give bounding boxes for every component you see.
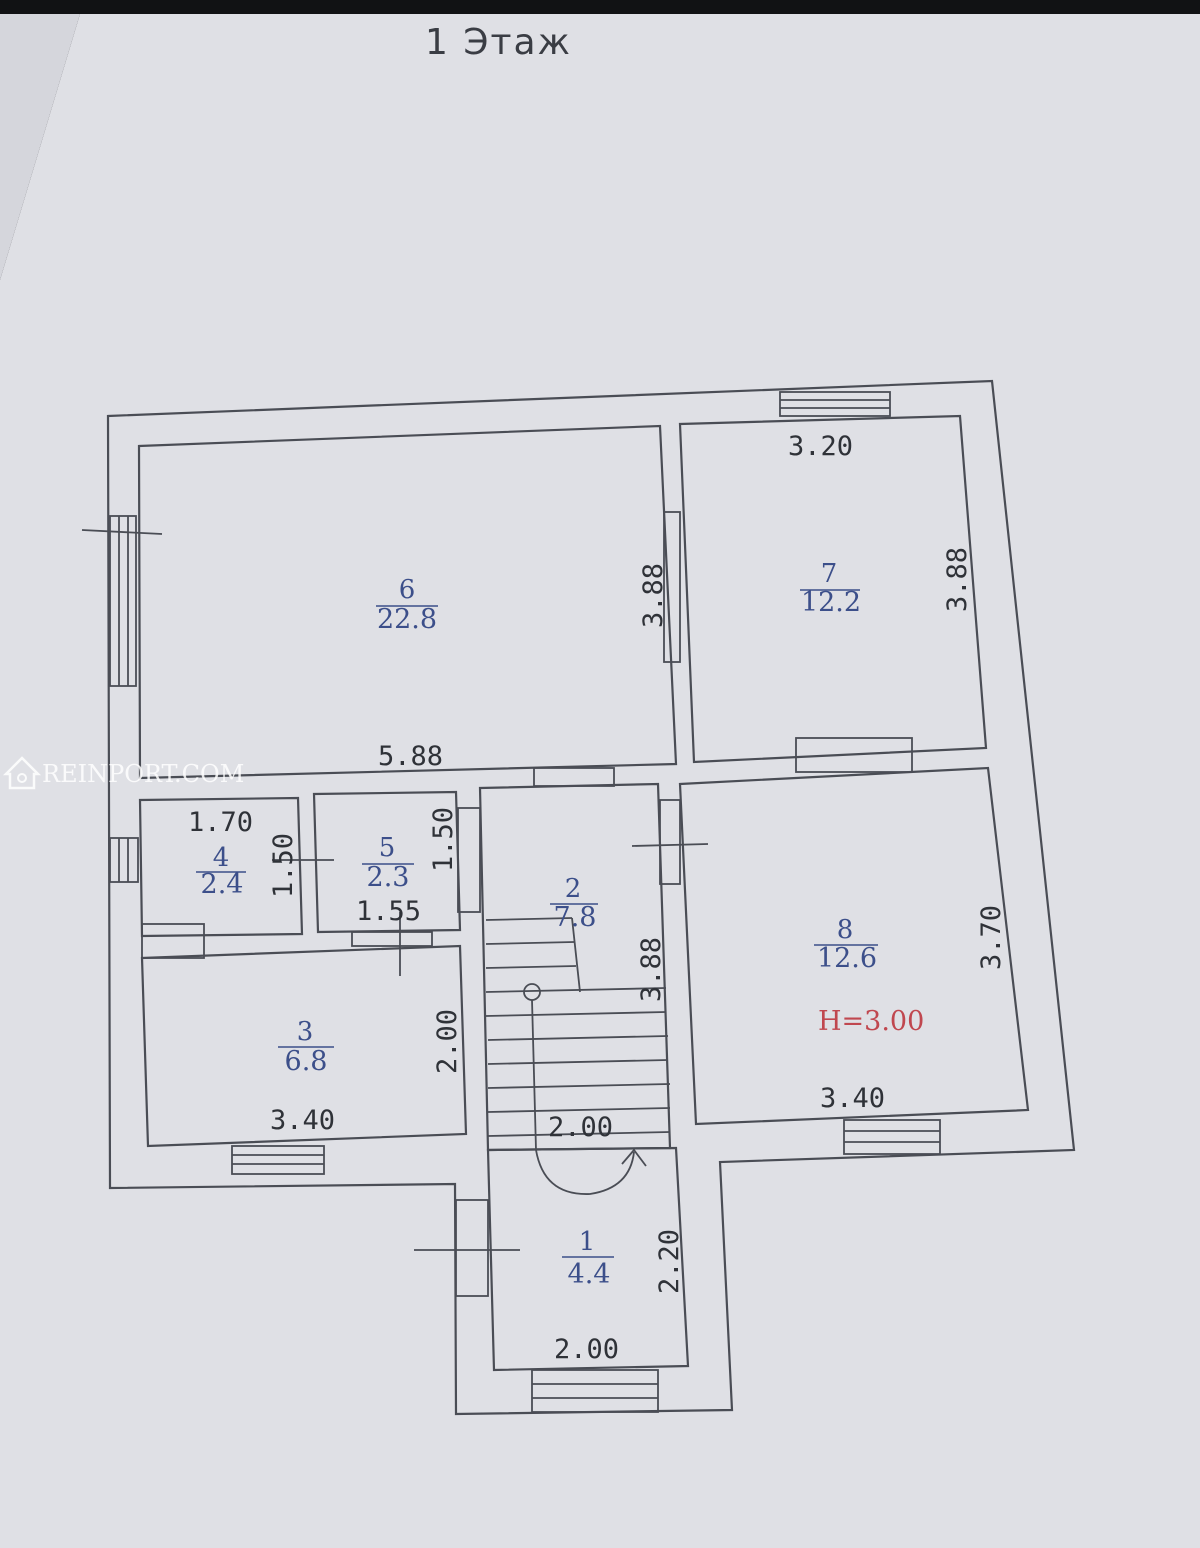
window-left-4 [109, 837, 139, 883]
door-6-2 [533, 767, 615, 787]
room-3-label: 3 6.8 [278, 1017, 334, 1077]
room-1-label: 1 4.4 [562, 1227, 614, 1290]
doors [141, 511, 913, 1297]
room-1-area: 4.4 [568, 1259, 611, 1290]
dim-r2-height: 3.88 [636, 937, 667, 1002]
dim-r5-width: 1.55 [356, 896, 421, 927]
room-3-area: 6.8 [285, 1046, 328, 1077]
top-border [0, 0, 1200, 14]
room-2-number: 2 [565, 874, 582, 904]
room-5-area: 2.3 [367, 862, 410, 893]
room-2-area: 7.8 [554, 902, 597, 933]
room-5-label: 5 2.3 [362, 833, 414, 893]
outer-wall [106, 379, 1076, 1416]
room-labels: 6 22.8 7 12.2 4 2.4 5 2.3 2 7.8 8 12.6 [196, 559, 878, 1290]
room-6-number: 6 [399, 575, 416, 605]
room-8-area: 12.6 [817, 943, 877, 974]
room-1-number: 1 [579, 1227, 596, 1257]
dim-r1-width: 2.00 [554, 1334, 619, 1365]
window-bottom-3 [231, 1145, 325, 1175]
watermark: REINPORT.COM [2, 756, 244, 790]
windows [81, 391, 941, 1413]
dim-r3-height: 2.00 [432, 1009, 463, 1074]
door-entrance [455, 1199, 489, 1297]
room-5-number: 5 [379, 833, 396, 863]
window-bottom-1 [531, 1369, 659, 1413]
dim-r3-width: 3.40 [270, 1105, 335, 1136]
dim-r4-height: 1.50 [268, 833, 299, 898]
dim-r4-width: 1.70 [188, 807, 253, 838]
house-icon [2, 756, 42, 790]
dim-r6-height: 3.88 [638, 563, 669, 628]
room-8-label: 8 12.6 [814, 915, 878, 974]
room-3-number: 3 [297, 1017, 314, 1047]
dim-r1-height: 2.20 [654, 1229, 685, 1294]
room-5-outline [312, 790, 462, 934]
staircase [485, 917, 671, 1195]
walls [106, 379, 1076, 1416]
door-5-2 [457, 807, 481, 913]
room-6-outline [137, 424, 678, 780]
room-4-outline [138, 796, 304, 938]
dimension-labels: 3.20 3.88 3.88 5.88 1.70 1.50 1.50 1.55 … [188, 431, 1007, 1365]
room-7-outline [678, 414, 988, 764]
room-2-label: 2 7.8 [550, 874, 598, 933]
dim-r7-width: 3.20 [788, 431, 853, 462]
door-5-3 [351, 931, 433, 947]
room-3-outline [140, 944, 468, 1148]
dim-r8-width: 3.40 [820, 1083, 885, 1114]
room-8-number: 8 [837, 915, 854, 945]
room-8-outline [678, 766, 1030, 1126]
room-4-area: 2.4 [201, 869, 244, 900]
room-7-number: 7 [821, 559, 838, 589]
window-left-6 [81, 515, 163, 687]
room-6-label: 6 22.8 [376, 575, 438, 635]
dim-r5-height: 1.50 [428, 807, 459, 872]
dim-r2-width: 2.00 [548, 1112, 613, 1143]
door-7-8 [795, 737, 913, 773]
dim-r6-width: 5.88 [378, 741, 443, 772]
watermark-text: REINPORT.COM [42, 760, 244, 788]
room-6-area: 22.8 [377, 604, 437, 635]
floor-title: 1 Этаж [425, 22, 572, 63]
door-2-8-mark [631, 843, 709, 847]
room-7-label: 7 12.2 [800, 559, 861, 618]
door-4-3 [141, 923, 205, 959]
room-1-outline [486, 1146, 690, 1372]
window-bottom-8 [843, 1119, 941, 1155]
door-6-7 [663, 511, 681, 663]
dim-r8-height: 3.70 [976, 905, 1007, 970]
room-4-number: 4 [213, 843, 230, 873]
ceiling-height-label: H=3.00 [818, 1006, 924, 1037]
dim-r7-height: 3.88 [942, 547, 973, 612]
door-2-8 [659, 799, 681, 885]
window-top [779, 391, 891, 417]
room-4-label: 4 2.4 [196, 843, 246, 900]
room-7-area: 12.2 [801, 587, 861, 618]
